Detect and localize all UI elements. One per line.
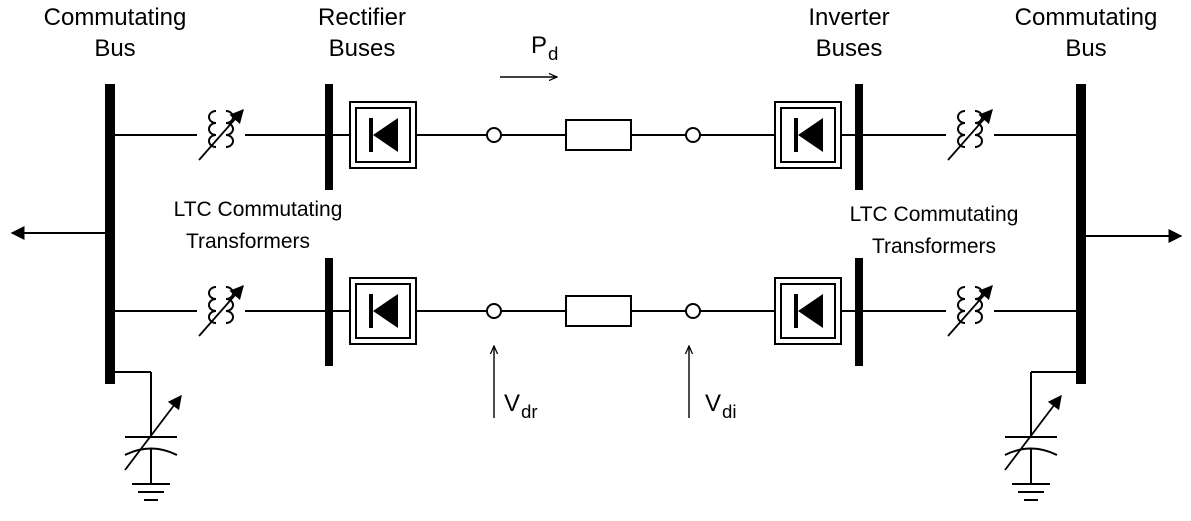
rectifier-bus-lower (325, 258, 333, 366)
valve-cathode-bar (794, 294, 798, 328)
winding-primary-turn (957, 310, 966, 324)
inverter-bus-upper (855, 84, 863, 190)
power-label-main: P (531, 32, 548, 59)
inverter-bus-lower (855, 258, 863, 366)
v-inv-main: V (705, 390, 722, 417)
valve-triangle (798, 294, 823, 328)
winding-primary-turn (957, 110, 966, 124)
valve-box-inner (780, 283, 836, 339)
winding-secondary-turn (974, 134, 983, 148)
rectifier-buses-label-2: Buses (328, 35, 396, 62)
winding-primary-turn (957, 298, 966, 312)
ltc-right-label-2: Transformers (871, 235, 997, 258)
commutating-bus-left-label-2: Bus (94, 35, 136, 62)
inverter-voltage-label: Vdi (705, 390, 737, 421)
dc-terminal-inv-upper (685, 127, 701, 143)
tap-changer-arrow (947, 108, 993, 161)
rectifier-buses-label-1: Rectifier (317, 4, 407, 31)
v-rect-main: V (504, 390, 521, 417)
winding-secondary-turn (974, 310, 983, 324)
valve-box-inner (355, 283, 411, 339)
rectifier-valve-upper (349, 101, 417, 169)
commutating-bus-right-label-1: Commutating (1014, 4, 1158, 31)
valve-triangle (373, 294, 398, 328)
valve-cathode-bar (794, 118, 798, 152)
winding-primary-turn (208, 134, 217, 148)
ltc-transformer-left-lower (198, 284, 244, 337)
v-inv-sub: di (722, 400, 737, 422)
dc-terminal-rect-upper (486, 127, 502, 143)
ltc-right-label-1: LTC Commutating (849, 203, 1019, 226)
winding-primary-turn (208, 298, 217, 312)
winding-secondary-turn (225, 310, 234, 324)
winding-primary-turn (957, 122, 966, 136)
winding-secondary-turn (225, 134, 234, 148)
ltc-transformer-right-upper (947, 108, 993, 161)
commutating-bus-right (1076, 84, 1086, 384)
commutating-bus-right-label-2: Bus (1065, 35, 1107, 62)
shunt-capacitor-right (1004, 372, 1062, 501)
ltc-left-label-2: Transformers (185, 230, 311, 253)
winding-primary-turn (208, 310, 217, 324)
valve-triangle (373, 118, 398, 152)
inverter-buses-label-2: Buses (815, 35, 883, 62)
dc-line-impedance-upper (565, 119, 632, 151)
tap-changer-arrow (198, 284, 244, 337)
v-rect-sub: dr (521, 400, 538, 422)
ltc-left-label-1: LTC Commutating (173, 198, 343, 221)
rectifier-voltage-label: Vdr (504, 390, 538, 421)
valve-cathode-bar (369, 294, 373, 328)
power-flow-label: Pd (531, 32, 558, 63)
ltc-transformer-left-upper (198, 108, 244, 161)
rectifier-bus-upper (325, 84, 333, 190)
power-label-sub: d (548, 42, 559, 64)
winding-primary-turn (208, 122, 217, 136)
ltc-transformer-right-lower (947, 284, 993, 337)
inverter-buses-label-1: Inverter (808, 4, 890, 31)
commutating-bus-left (105, 84, 115, 384)
winding-primary-turn (957, 286, 966, 300)
winding-primary-turn (208, 110, 217, 124)
rectifier-valve-lower (349, 277, 417, 345)
inverter-valve-lower (774, 277, 842, 345)
tap-changer-arrow (198, 108, 244, 161)
commutating-bus-left-label-1: Commutating (43, 4, 187, 31)
inverter-valve-upper (774, 101, 842, 169)
dc-terminal-inv-lower (685, 303, 701, 319)
winding-primary-turn (208, 286, 217, 300)
valve-triangle (798, 118, 823, 152)
shunt-capacitor-left (124, 372, 182, 501)
dc-line-impedance-lower (565, 295, 632, 327)
winding-primary-turn (957, 134, 966, 148)
variable-arrow (124, 394, 182, 471)
valve-box-inner (780, 107, 836, 163)
valve-box-inner (355, 107, 411, 163)
valve-cathode-bar (369, 118, 373, 152)
variable-arrow (1004, 394, 1062, 471)
tap-changer-arrow (947, 284, 993, 337)
dc-terminal-rect-lower (486, 303, 502, 319)
